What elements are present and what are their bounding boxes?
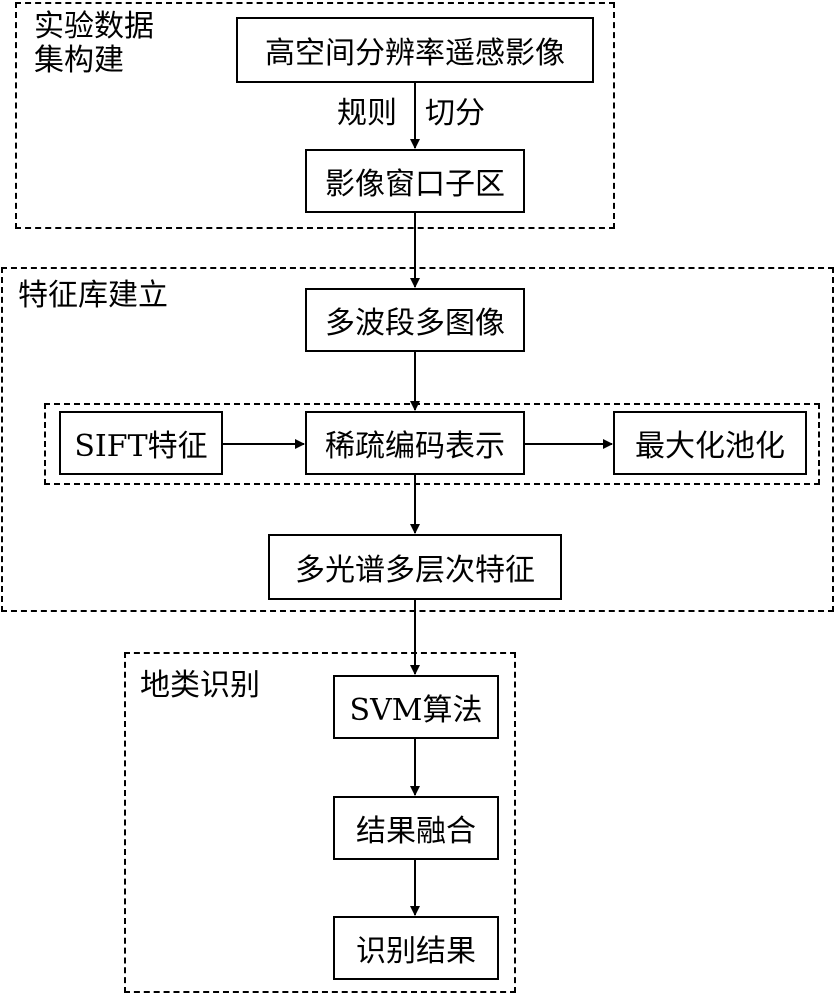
group-land-recognition-label: 地类识别: [140, 668, 260, 703]
node-max-pooling: 最大化池化: [613, 411, 807, 475]
edge-label-split: 切分: [425, 96, 485, 131]
node-recognition-result: 识别结果: [333, 916, 499, 980]
node-multiband-images: 多波段多图像: [305, 288, 525, 352]
group-feature-library-label: 特征库建立: [18, 278, 168, 313]
node-multispectral-features: 多光谱多层次特征: [268, 534, 562, 600]
edge-label-rule: 规则: [337, 96, 397, 131]
group-dataset-construction: [15, 2, 615, 229]
group-feature-library: [1, 267, 834, 612]
node-svm-algorithm: SVM算法: [333, 675, 499, 739]
node-result-fusion: 结果融合: [333, 796, 499, 860]
node-high-resolution-image: 高空间分辨率遥感影像: [236, 17, 594, 83]
node-sparse-coding: 稀疏编码表示: [305, 411, 525, 475]
group-dataset-construction-label: 实验数据 集构建: [34, 9, 154, 78]
node-image-window: 影像窗口子区: [305, 149, 525, 213]
group-land-recognition: [124, 652, 516, 993]
node-sift-feature: SIFT特征: [59, 411, 223, 475]
group-feature-pipeline: [44, 403, 820, 485]
